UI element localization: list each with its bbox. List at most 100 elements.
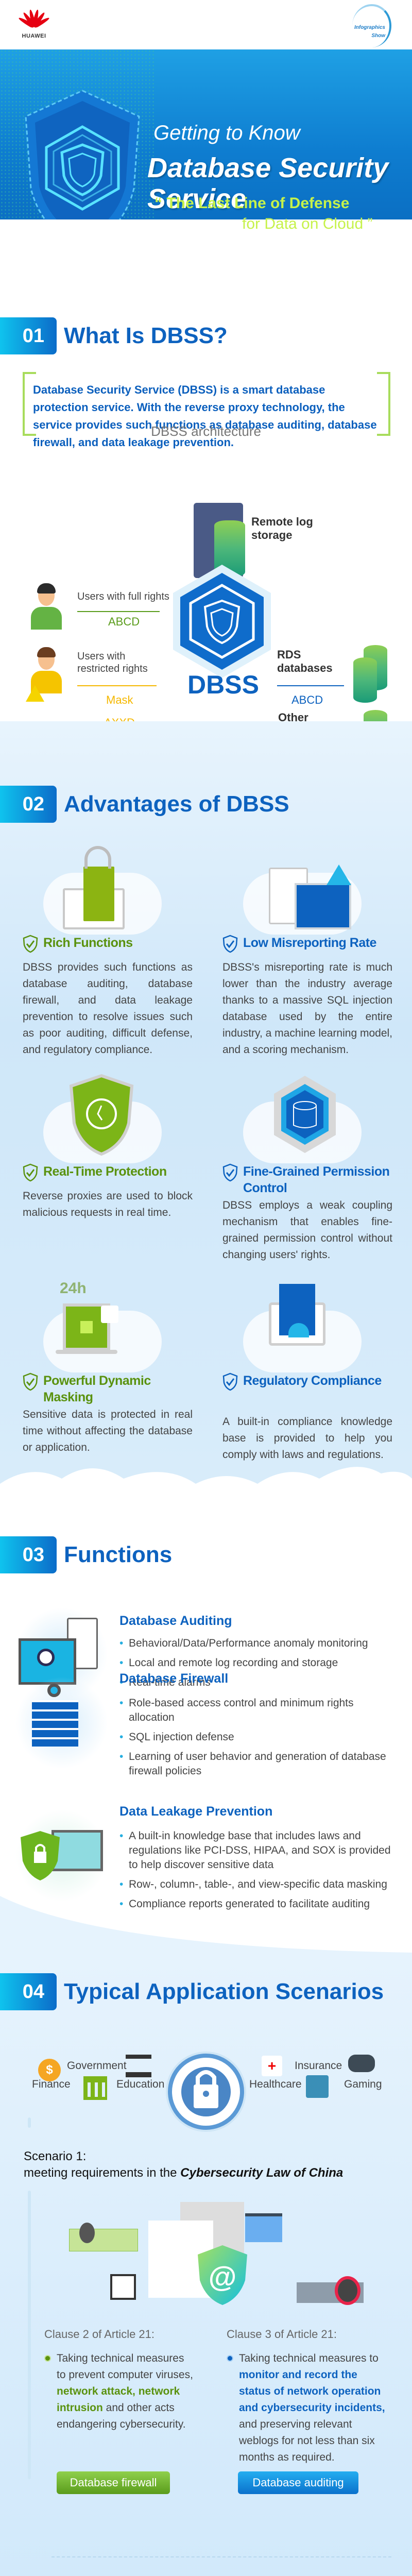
timeline-line: [28, 2191, 31, 2479]
advantage-body: DBSS provides such functions as database…: [23, 961, 193, 1056]
gaming-controller-icon: [348, 2055, 375, 2072]
bullet-dot: [44, 2355, 51, 2362]
advantage-card: Rich Functions DBSS provides such functi…: [23, 842, 193, 1058]
hero-title-line1: Database Security: [147, 152, 389, 183]
law-name: Cybersecurity Law of China: [180, 2166, 344, 2180]
remote-log-storage-label: Remote log storage: [251, 515, 313, 541]
scenario-1-title: Scenario 1: meeting requirements in the …: [24, 2148, 343, 2181]
hero-quote-line1: “ The Last Line of Defense: [154, 195, 350, 212]
industry-label: Gaming: [344, 2078, 382, 2090]
healthcare-kit-icon: +: [262, 2056, 282, 2076]
actor-label: Users with full rights: [77, 591, 169, 602]
advantage-title: Fine-Grained Permission Control: [243, 1164, 390, 1195]
definition-text: Database Security Service (DBSS) is a sm…: [33, 383, 377, 449]
section-number: 02: [0, 786, 57, 823]
clause-text-after: and preserving relevant weblogs for not …: [239, 2418, 375, 2463]
advantage-title: Powerful Dynamic Masking: [43, 1374, 151, 1404]
clause-highlight: monitor and record the status of network…: [239, 2369, 385, 2414]
architecture-diagram: Remote log storage Users with full right…: [0, 453, 412, 879]
target-response: ABCD: [291, 693, 323, 706]
scenario-1-illustration: @: [67, 2200, 364, 2305]
hero-banner: Getting to Know Database Security Servic…: [0, 49, 412, 219]
shield-check-icon: [222, 1372, 238, 1391]
at-shield-icon: @: [198, 2245, 247, 2305]
cloud-divider: [0, 221, 412, 289]
top-bar: HUAWEI Infographics Show: [0, 0, 412, 49]
function-item: SQL injection defense: [119, 1730, 392, 1744]
advantage-title: Real-Time Protection: [43, 1164, 167, 1179]
industry-label: Finance: [32, 2078, 71, 2090]
section-number: 04: [0, 1973, 57, 2010]
education-book-icon: [126, 2055, 151, 2077]
bullet-dot: [227, 2355, 233, 2362]
clause-heading: Clause 2 of Article 21:: [44, 2328, 155, 2341]
function-title: Database Auditing: [119, 1614, 232, 1628]
timeline-line: [28, 2117, 31, 2128]
infographics-show-badge: Infographics Show: [352, 4, 391, 47]
actor-label: Users with restricted rights: [77, 651, 148, 674]
section-title: Typical Application Scenarios: [64, 1979, 384, 2004]
svg-text:@: @: [209, 2260, 237, 2293]
huawei-logo: HUAWEI: [18, 4, 50, 45]
clock-shield-illustration: [23, 1071, 193, 1163]
section-header-02: 02 Advantages of DBSS: [0, 786, 289, 823]
shield-check-icon: [23, 1372, 38, 1391]
advantage-title: Low Misreporting Rate: [243, 936, 376, 950]
scenario-1-subtitle: meeting requirements in the Cybersecurit…: [24, 2165, 343, 2181]
security-lock-wheel-icon: [166, 2052, 246, 2132]
scenario-1-prefix: Scenario 1:: [24, 2149, 87, 2163]
hero-quote-line2: for Data on Cloud ”: [242, 215, 373, 232]
function-list: Behavioral/Data/Performance anomaly moni…: [119, 1636, 392, 1695]
government-building-icon: [83, 2076, 107, 2100]
advantage-card: Low Misreporting Rate DBSS's misreportin…: [222, 842, 392, 1058]
function-item: Learning of user behavior and generation…: [119, 1750, 392, 1778]
advantage-body: Sensitive data is protected in real time…: [23, 1409, 193, 1453]
database-firewall-button[interactable]: Database firewall: [57, 2471, 170, 2494]
advantage-card: Real-Time Protection Reverse proxies are…: [23, 1071, 193, 1221]
clause-text: Taking technical measures to prevent com…: [44, 2350, 194, 2433]
section-number: 03: [0, 1536, 57, 1573]
restricted-user-icon: [31, 647, 62, 706]
shield-icon: [25, 90, 140, 219]
clause-highlight: network attack, network intrusion: [57, 2385, 180, 2414]
section-number: 01: [0, 317, 57, 354]
full-rights-user-icon: [31, 583, 62, 642]
wave-divider: [0, 1896, 412, 1958]
function-item: A built-in knowledge base that includes …: [119, 1829, 392, 1872]
advantage-card: 24h Powerful Dynamic Masking Sensitive d…: [23, 1280, 193, 1456]
definition-box: Database Security Service (DBSS) is a sm…: [23, 372, 390, 449]
permission-hexagon-illustration: [222, 1071, 392, 1163]
comment-icon: [110, 2274, 136, 2300]
hero-kicker: Getting to Know: [153, 122, 300, 144]
advantage-body: A built-in compliance knowledge base is …: [222, 1416, 392, 1461]
hero-title: Database Security Service: [147, 152, 388, 214]
function-item: Behavioral/Data/Performance anomaly moni…: [119, 1636, 392, 1651]
function-item: Row-, column-, table-, and view-specific…: [119, 1877, 392, 1892]
section-title: Functions: [64, 1542, 173, 1567]
database-auditing-button[interactable]: Database auditing: [238, 2471, 358, 2494]
actor-response: Mask: [106, 693, 133, 706]
eye-monitor-icon: [245, 2213, 282, 2242]
function-item: Role-based access control and minimum ri…: [119, 1696, 392, 1725]
architecture-title: DBSS architecture: [151, 423, 261, 439]
leakage-shield-icon: [15, 1809, 108, 1902]
finance-coin-icon: $: [38, 2059, 61, 2081]
section-title: Advantages of DBSS: [64, 791, 289, 817]
shield-check-icon: [23, 1163, 38, 1182]
industry-label: Insurance: [295, 2060, 342, 2072]
insurance-safe-icon: [306, 2075, 329, 2098]
padlock-laptop-illustration: [23, 842, 193, 935]
huawei-petals-icon: [18, 4, 50, 29]
brand-name: HUAWEI: [22, 33, 46, 39]
compliance-document-illustration: [222, 1280, 392, 1372]
warning-icon: [26, 685, 44, 702]
dbss-label: DBSS: [187, 670, 259, 699]
function-title: Data Leakage Prevention: [119, 1804, 273, 1819]
rds-database-icon: [353, 657, 377, 703]
clause-text: Taking technical measures to monitor and…: [227, 2350, 387, 2466]
clause-text-before: Taking technical measures to prevent com…: [57, 2352, 193, 2381]
scenario-1-text: meeting requirements in the: [24, 2166, 181, 2180]
function-item: Local and remote log recording and stora…: [119, 1656, 392, 1670]
advantage-title: Rich Functions: [43, 936, 133, 950]
